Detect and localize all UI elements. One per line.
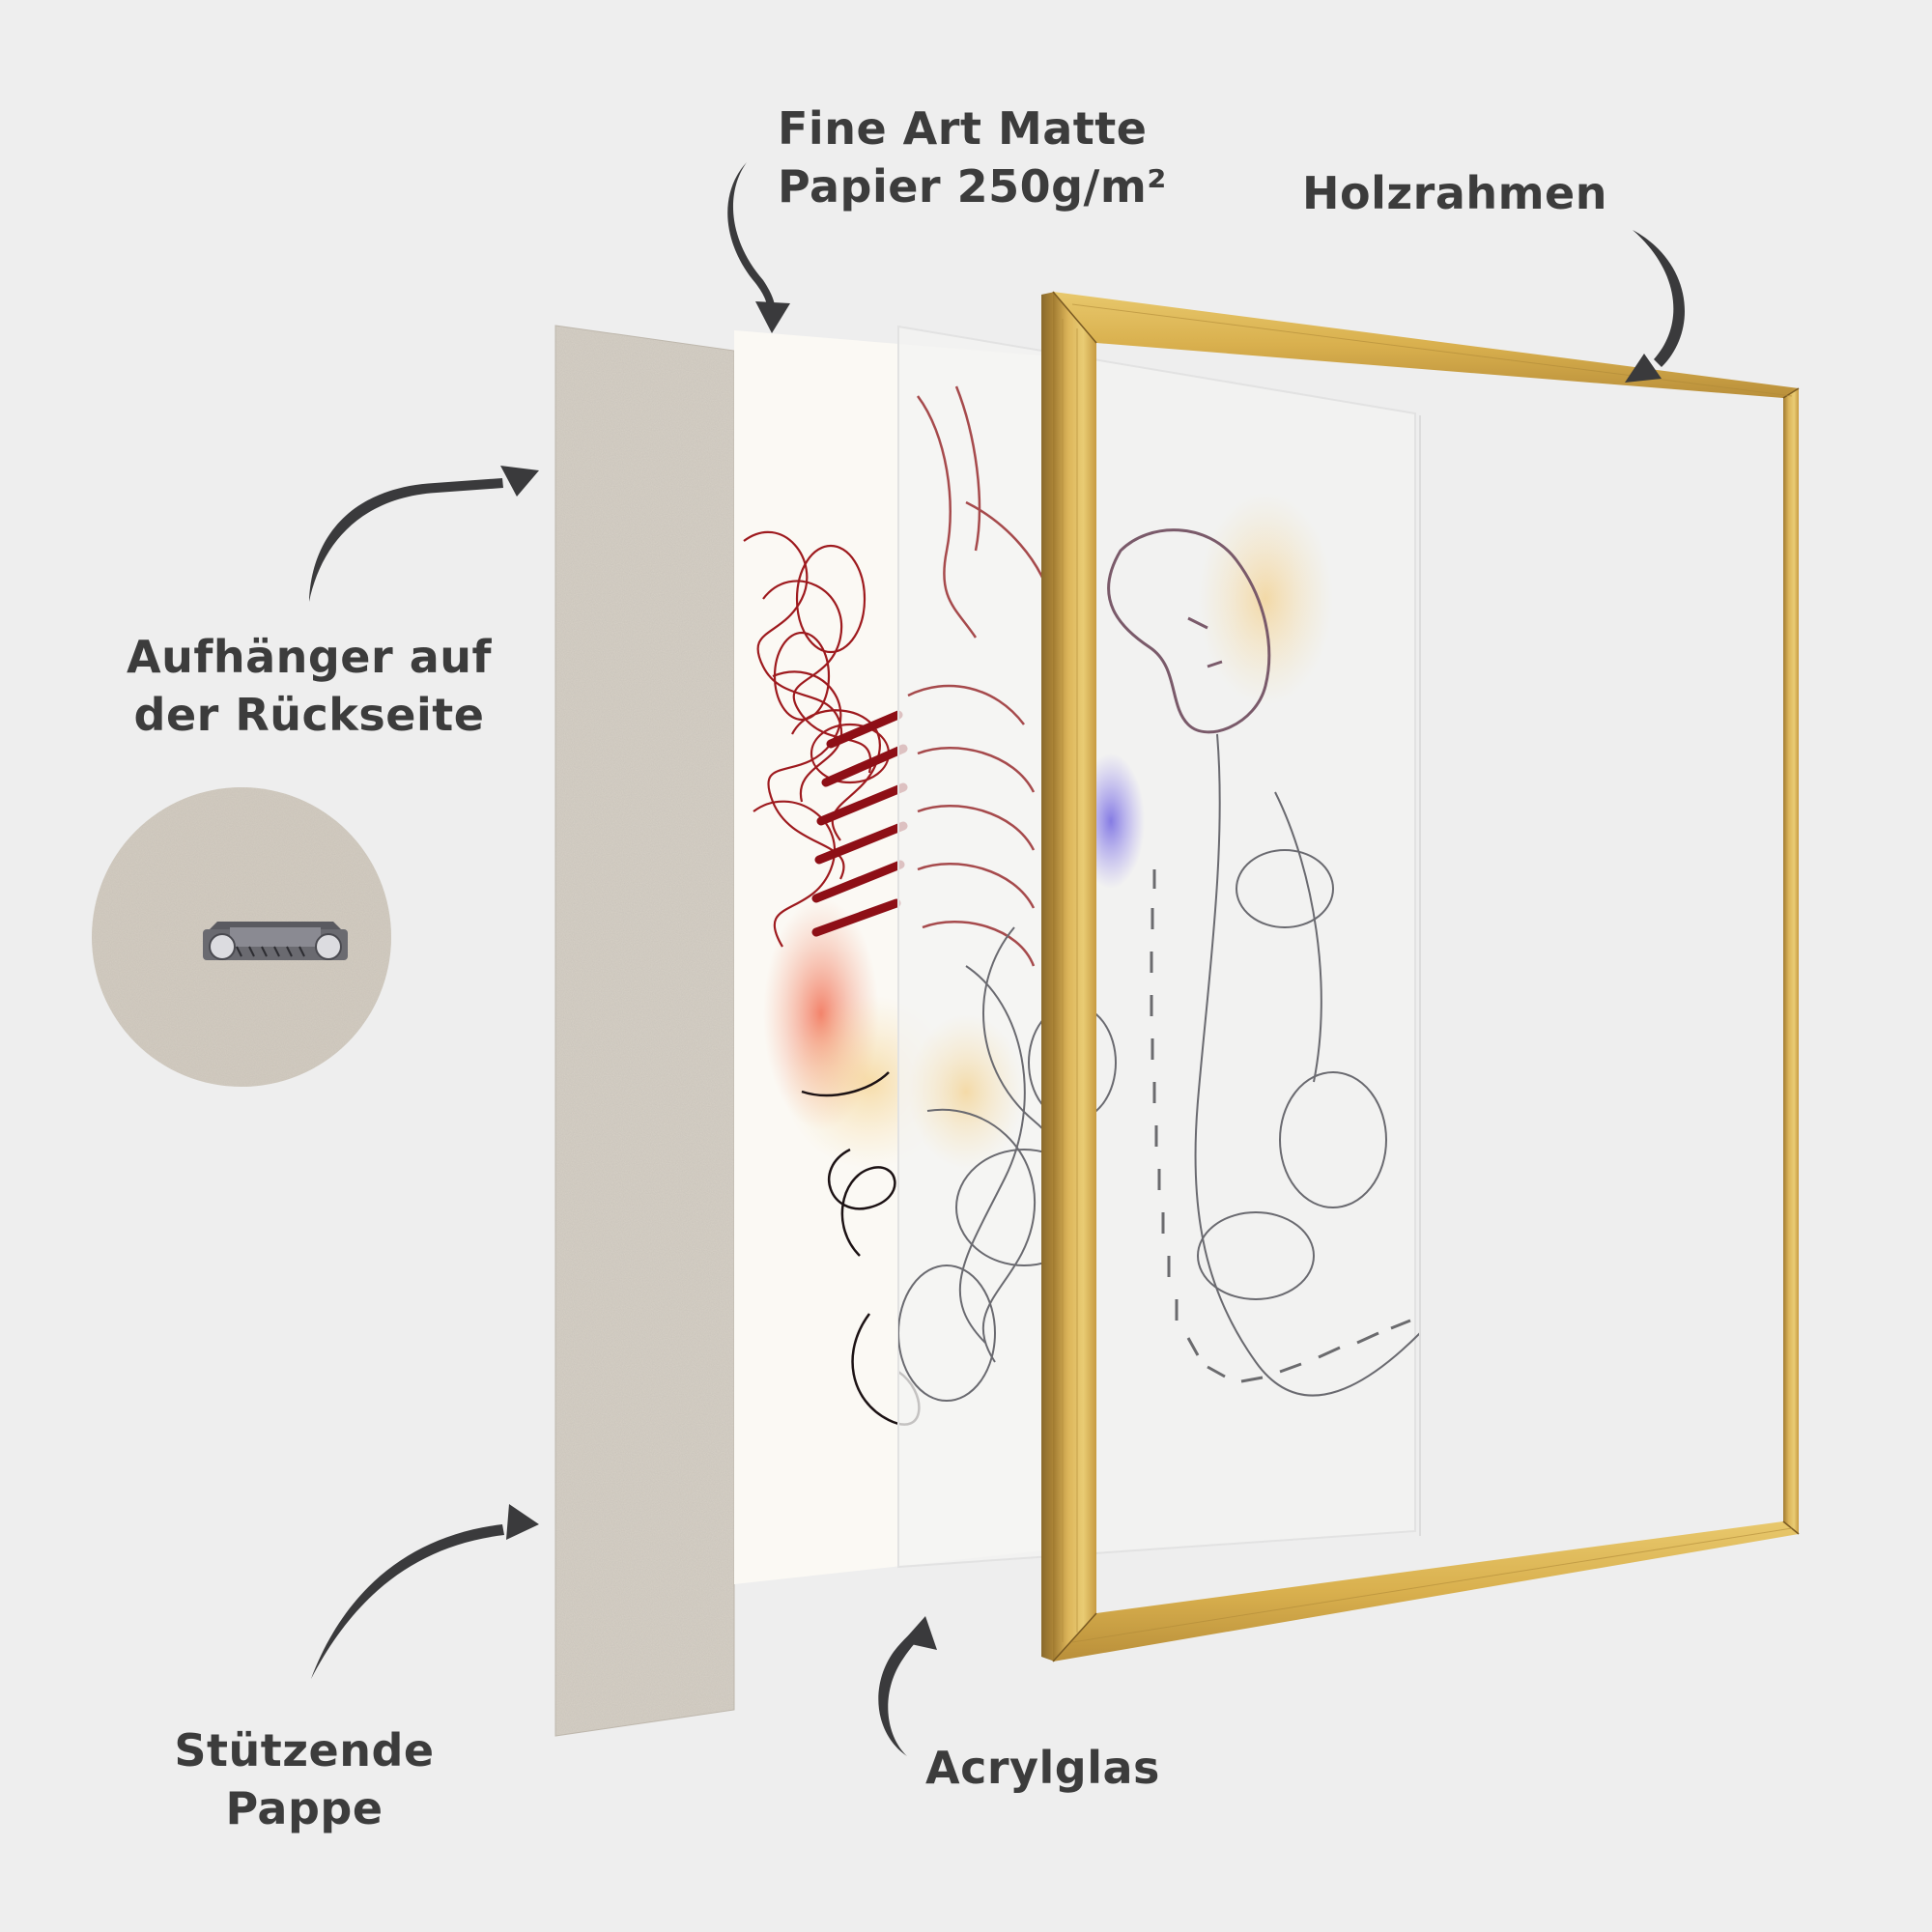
sketch-artwork bbox=[743, 530, 956, 1426]
label-hanger-back-line1: Aufhänger auf bbox=[126, 631, 493, 683]
annotation-arrows bbox=[309, 162, 1685, 1756]
label-acrylic-glass-line1: Acrylglas bbox=[925, 1742, 1160, 1794]
label-fine-art-paper-line2: Papier 250g/m² bbox=[778, 160, 1167, 213]
sawtooth-hanger-icon bbox=[203, 922, 348, 960]
acrylic-glass-layer bbox=[897, 325, 1421, 1569]
arrow-backing-icon bbox=[311, 1504, 539, 1679]
label-backing-board-line2: Pappe bbox=[225, 1782, 384, 1834]
arrow-frame-icon bbox=[1625, 230, 1685, 383]
sketch-artwork-continued bbox=[898, 385, 1421, 1536]
label-acrylic-glass: Acrylglas bbox=[925, 1739, 1160, 1797]
label-wood-frame-line1: Holzrahmen bbox=[1302, 167, 1607, 219]
backing-board bbox=[554, 325, 735, 1737]
arrow-acrylic-icon bbox=[878, 1616, 937, 1756]
chain bbox=[1150, 869, 1411, 1383]
label-hanger-back-line2: der Rückseite bbox=[133, 689, 485, 741]
label-backing-board-line1: Stützende bbox=[174, 1724, 435, 1776]
wood-frame[interactable] bbox=[1041, 291, 1800, 1662]
hanger-detail-inset bbox=[92, 787, 391, 1087]
label-wood-frame: Holzrahmen bbox=[1302, 164, 1607, 222]
label-backing-board: Stützende Pappe bbox=[145, 1721, 464, 1837]
label-fine-art-paper-line1: Fine Art Matte bbox=[778, 102, 1148, 155]
label-fine-art-paper: Fine Art Matte Papier 250g/m² bbox=[778, 99, 1167, 215]
arrow-hanger-icon bbox=[309, 466, 539, 602]
label-hanger-back: Aufhänger auf der Rückseite bbox=[97, 628, 522, 744]
arrow-paper-icon bbox=[727, 162, 790, 333]
